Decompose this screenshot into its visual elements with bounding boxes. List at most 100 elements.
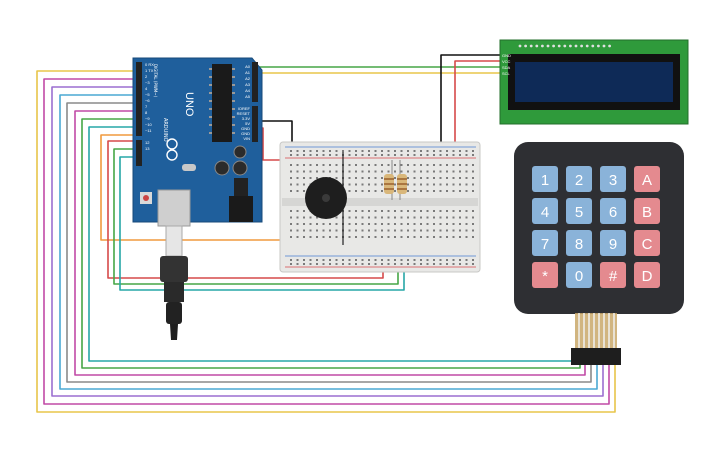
capacitor-2 xyxy=(232,160,248,176)
lcd-display[interactable]: GND VCC SDA SCL xyxy=(499,39,689,125)
board-brand-label: ARDUINO xyxy=(162,118,168,142)
keypad-key-label: 6 xyxy=(609,204,617,221)
svg-text:8: 8 xyxy=(145,110,148,115)
svg-text:A4: A4 xyxy=(245,88,251,93)
svg-text:A3: A3 xyxy=(245,82,251,87)
wire-power-gnd[interactable] xyxy=(252,120,293,148)
svg-text:~10: ~10 xyxy=(145,122,153,127)
keypad-key-label: A xyxy=(642,172,652,189)
svg-text:SCL: SCL xyxy=(502,71,511,76)
svg-text:~5: ~5 xyxy=(145,92,150,97)
svg-text:A1: A1 xyxy=(245,70,251,75)
keypad-key-b[interactable]: B xyxy=(634,198,660,224)
keypad-key-6[interactable]: 6 xyxy=(600,198,626,224)
svg-text:~11: ~11 xyxy=(145,128,152,133)
svg-text:~3: ~3 xyxy=(145,80,150,85)
power-header xyxy=(252,62,258,102)
keypad-key-label: * xyxy=(542,268,548,285)
digital-label: DIGITAL (PWM~) xyxy=(153,64,158,98)
keypad-key-3[interactable]: 3 xyxy=(600,166,626,192)
svg-text:VCC: VCC xyxy=(502,59,511,64)
keypad-key-7[interactable]: 7 xyxy=(532,230,558,256)
svg-text:4: 4 xyxy=(145,86,148,91)
keypad-key-label: 1 xyxy=(541,172,549,189)
svg-text:7: 7 xyxy=(145,104,148,109)
keypad-key-c[interactable]: C xyxy=(634,230,660,256)
keypad-key-0[interactable]: 0 xyxy=(566,262,592,288)
microcontroller-chip xyxy=(212,64,232,142)
breadboard[interactable] xyxy=(279,141,481,273)
power-header-2 xyxy=(252,106,258,142)
keypad-key-label: 4 xyxy=(541,204,549,221)
digital-pin-labels: 0 RX 1 TX 2 ~3 4 ~5 ~6 7 8 ~9 ~10 ~11 12… xyxy=(145,62,154,151)
svg-text:5V: 5V xyxy=(245,121,250,126)
analog-header xyxy=(136,140,142,166)
svg-text:GND: GND xyxy=(502,53,511,58)
piezo-buzzer[interactable] xyxy=(305,152,347,245)
lcd-screen xyxy=(515,62,673,102)
keypad-key-hash[interactable]: # xyxy=(600,262,626,288)
keypad-key-label: 2 xyxy=(575,172,583,189)
lcd-header-pins xyxy=(518,44,611,48)
keypad-key-5[interactable]: 5 xyxy=(566,198,592,224)
keypad-key-9[interactable]: 9 xyxy=(600,230,626,256)
digital-header xyxy=(136,62,142,136)
keypad-key-a[interactable]: A xyxy=(634,166,660,192)
breadboard-holes xyxy=(290,150,474,265)
keypad-key-2[interactable]: 2 xyxy=(566,166,592,192)
wire-lcd-gnd[interactable] xyxy=(440,54,500,152)
keypad-key-label: 3 xyxy=(609,172,617,189)
wire-keypad-4[interactable] xyxy=(59,94,598,390)
usb-cable xyxy=(160,225,188,340)
keypad-key-star[interactable]: * xyxy=(532,262,558,288)
wire-keypad-7[interactable] xyxy=(81,118,581,369)
keypad-key-8[interactable]: 8 xyxy=(566,230,592,256)
svg-text:GND: GND xyxy=(241,131,250,136)
svg-text:RESET: RESET xyxy=(237,111,251,116)
crystal xyxy=(182,164,196,171)
svg-text:3.3V: 3.3V xyxy=(242,116,251,121)
capacitor-1 xyxy=(214,160,230,176)
svg-text:GND: GND xyxy=(241,126,250,131)
svg-text:0 RX: 0 RX xyxy=(145,62,154,67)
keypad-key-1[interactable]: 1 xyxy=(532,166,558,192)
keypad-key-4[interactable]: 4 xyxy=(532,198,558,224)
board-model-label: UNO xyxy=(183,92,195,117)
svg-text:~9: ~9 xyxy=(145,116,150,121)
svg-text:1 TX: 1 TX xyxy=(145,68,154,73)
keypad-key-d[interactable]: D xyxy=(634,262,660,288)
keypad-ribbon-cable xyxy=(571,313,621,365)
wire-buzzer-signal[interactable] xyxy=(100,134,318,241)
wire-keypad-5[interactable] xyxy=(66,102,592,383)
arduino-uno-board[interactable]: UNO ARDUINO DIGITAL (PWM~) 0 RX 1 TX 2 ~… xyxy=(132,57,263,227)
power-pin-labels: A0 A1 A2 A3 A4 A5 IOREF RESET 3.3V 5V GN… xyxy=(237,64,251,141)
svg-text:VIN: VIN xyxy=(243,136,250,141)
svg-text:A2: A2 xyxy=(245,76,251,81)
wire-keypad-2[interactable] xyxy=(43,78,610,405)
keypad-key-label: # xyxy=(609,268,618,285)
dc-power-jack[interactable] xyxy=(229,196,253,222)
wire-keypad-6[interactable] xyxy=(74,110,586,376)
svg-text:IOREF: IOREF xyxy=(238,106,251,111)
arduino-logo-icon xyxy=(166,138,178,161)
svg-text:SDA: SDA xyxy=(502,65,511,70)
keypad-key-label: B xyxy=(642,204,652,221)
capacitor-3 xyxy=(233,145,247,159)
svg-text:13: 13 xyxy=(145,146,150,151)
resistors[interactable] xyxy=(384,160,407,200)
wire-keypad-3[interactable] xyxy=(51,86,604,397)
usb-port[interactable] xyxy=(157,189,191,227)
svg-text:A5: A5 xyxy=(245,94,251,99)
keypad-key-label: D xyxy=(642,268,653,285)
keypad-key-label: 5 xyxy=(575,204,583,221)
keypad-key-label: C xyxy=(642,236,653,253)
wire-keypad-1[interactable] xyxy=(36,70,616,413)
wire-lcd-vcc[interactable] xyxy=(454,60,500,152)
keypad-connector[interactable] xyxy=(571,348,621,365)
svg-text:~6: ~6 xyxy=(145,98,150,103)
keypad-key-label: 0 xyxy=(575,268,583,285)
svg-text:2: 2 xyxy=(145,74,148,79)
